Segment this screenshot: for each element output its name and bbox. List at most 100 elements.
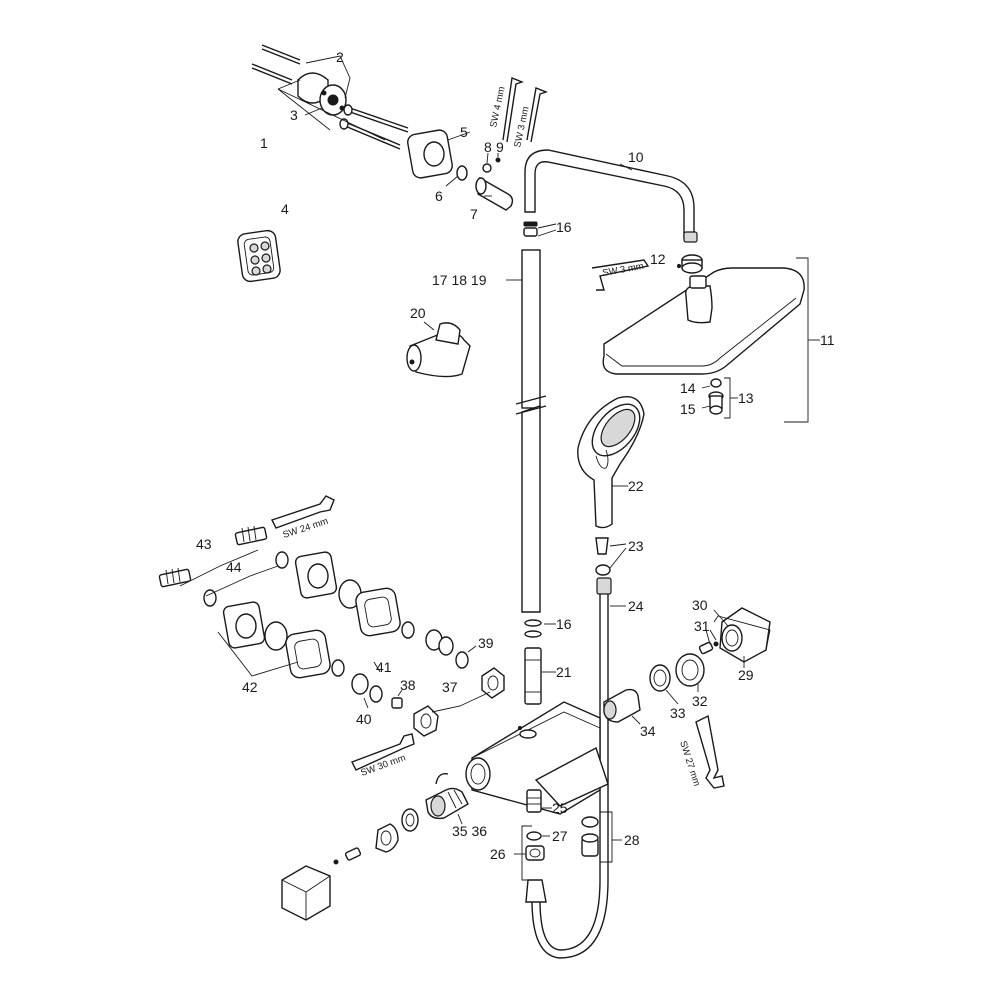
allen-key-sw3-top — [526, 87, 549, 143]
label-15: 15 — [680, 401, 696, 417]
shower-arm-10 — [524, 149, 698, 243]
label-29: 29 — [738, 667, 754, 683]
wrench-sw24 — [271, 495, 335, 529]
aerator-28 — [581, 816, 599, 857]
label-38: 38 — [400, 677, 416, 693]
wall-mount-set — [251, 44, 409, 150]
label-1: 1 — [260, 135, 268, 151]
eccentric-43-bottom — [158, 567, 192, 588]
o-ring-16-bottom — [524, 619, 542, 638]
label-16-top: 16 — [556, 219, 572, 235]
label-4: 4 — [281, 201, 289, 217]
label-33: 33 — [670, 705, 686, 721]
stop-ring-left — [375, 823, 399, 853]
check-valve-39 — [425, 629, 469, 669]
seal-27 — [526, 831, 542, 841]
label-8: 8 — [484, 139, 492, 155]
set-screw-9 — [495, 157, 501, 163]
dowel-top — [261, 44, 301, 65]
jet-15 — [708, 391, 724, 415]
label-14: 14 — [680, 380, 696, 396]
label-42: 42 — [242, 679, 258, 695]
cover-rosette-left — [285, 629, 331, 679]
riser-pipe-17-18-19 — [515, 249, 547, 613]
hand-shower-22 — [577, 396, 645, 529]
ring-33 — [649, 664, 671, 692]
flow-limiter-23 — [595, 537, 611, 576]
screw-left — [333, 847, 362, 865]
dowel-bottom — [251, 63, 293, 85]
adjusting-ring-32 — [675, 653, 705, 687]
jet-14 — [710, 378, 722, 388]
eccentric-43-top — [234, 525, 268, 546]
overhead-shower-11 — [602, 267, 805, 375]
label-39: 39 — [478, 635, 494, 651]
allen-key-sw3-right — [591, 259, 650, 291]
label-11: 11 — [820, 332, 835, 348]
adjusting-ring-left — [401, 808, 419, 832]
label-17-18-19: 17 18 19 — [432, 272, 487, 288]
label-43: 43 — [196, 536, 212, 552]
handshower-holder-20 — [406, 322, 471, 378]
o-ring-16-top — [523, 221, 538, 237]
label-34: 34 — [640, 723, 656, 739]
ring-44-bottom — [203, 589, 217, 607]
check-valve-25 — [526, 789, 542, 813]
label-9: 9 — [496, 139, 504, 155]
label-40: 40 — [356, 711, 372, 727]
tool-sw27-label: SW 27 mm — [677, 740, 702, 788]
adapter-21 — [524, 647, 542, 705]
label-24: 24 — [628, 598, 644, 614]
label-25: 25 — [552, 800, 568, 816]
washer-right — [401, 621, 415, 639]
label-5: 5 — [460, 124, 468, 140]
nut-left — [264, 621, 288, 651]
label-23: 23 — [628, 538, 644, 554]
handle-cap-left — [281, 865, 331, 921]
label-37: 37 — [442, 679, 458, 695]
label-21: 21 — [556, 664, 572, 680]
tool-sw3-right-label: SW 3 mm — [602, 261, 645, 279]
thermostat-body — [465, 701, 609, 815]
hose-connector — [525, 879, 547, 903]
handle-cap-29-30 — [719, 607, 771, 663]
label-44: 44 — [226, 559, 242, 575]
label-28: 28 — [624, 832, 640, 848]
set-screw-8 — [482, 163, 492, 173]
label-30: 30 — [692, 597, 708, 613]
label-22: 22 — [628, 478, 644, 494]
union-nut-37 — [413, 667, 505, 737]
label-16-bottom: 16 — [556, 616, 572, 632]
nut-26 — [525, 845, 545, 861]
ring-44-top — [275, 551, 289, 569]
wrench-sw27 — [695, 714, 725, 789]
o-ring-6 — [456, 165, 468, 181]
label-7: 7 — [470, 206, 478, 222]
screw-set — [339, 104, 409, 150]
wall-cover-4 — [237, 229, 281, 283]
nut-12 — [676, 254, 703, 274]
label-20: 20 — [410, 305, 426, 321]
label-41: 41 — [376, 659, 392, 675]
rosette-top — [294, 551, 338, 599]
washer-left — [331, 659, 345, 677]
label-31: 31 — [694, 618, 710, 634]
label-27: 27 — [552, 828, 568, 844]
cover-rosette-right — [355, 587, 401, 637]
shower-hose-24 — [531, 577, 612, 959]
label-13: 13 — [738, 390, 754, 406]
label-26: 26 — [490, 846, 506, 862]
label-3: 3 — [290, 107, 298, 123]
nut-41 — [373, 661, 381, 673]
wall-rosette-5 — [407, 129, 453, 179]
label-6: 6 — [435, 188, 443, 204]
screw-38 — [391, 697, 403, 709]
allen-key-sw4 — [502, 77, 525, 143]
connector-sleeve-7 — [475, 176, 514, 211]
label-32: 32 — [692, 693, 708, 709]
temperature-cartridge-35-36 — [425, 773, 469, 820]
rosette-left — [222, 601, 266, 649]
label-35-36: 35 36 — [452, 823, 487, 839]
screw-31 — [698, 641, 719, 655]
